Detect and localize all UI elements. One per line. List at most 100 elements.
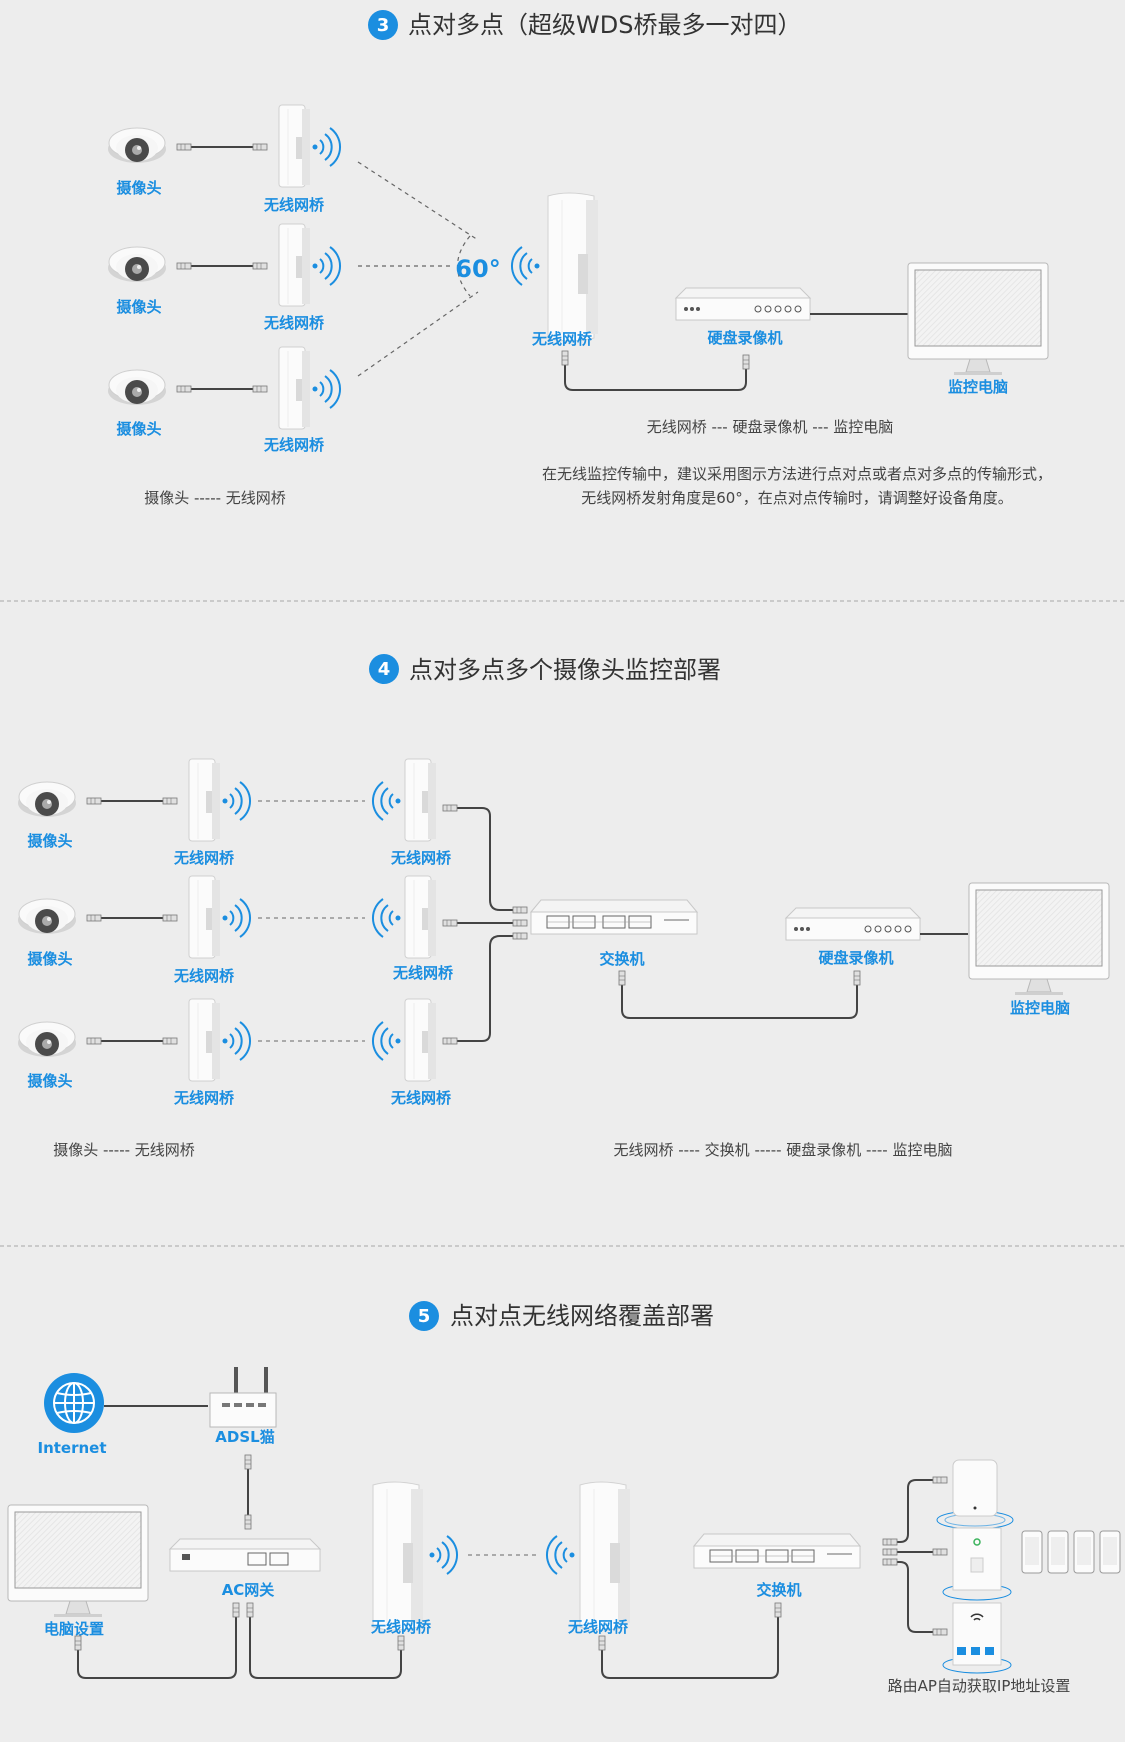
bridge-label: 无线网桥 xyxy=(531,330,593,348)
camera-icon xyxy=(107,369,167,406)
pc-label: 监控电脑 xyxy=(948,378,1008,396)
section-4: 4 点对多点多个摄像头监控部署 摄像头 无线网桥 无线网桥 摄像头 无线网桥 xyxy=(17,654,1110,1159)
bridge-icon xyxy=(278,104,311,188)
s4-cables xyxy=(450,807,520,1042)
s4-row-3: 摄像头 无线网桥 无线网桥 xyxy=(17,998,452,1107)
panel-ap-icon xyxy=(942,1602,1012,1674)
phone-icon xyxy=(1021,1530,1043,1574)
wifi-icon xyxy=(311,127,342,167)
bridge-label: 无线网桥 xyxy=(390,1089,452,1107)
s3-chain-right: 无线网桥 --- 硬盘录像机 --- 监控电脑 xyxy=(647,418,894,436)
step-4-number: 4 xyxy=(378,659,391,680)
bridge-icon xyxy=(579,1481,631,1631)
bridge-label: 无线网桥 xyxy=(263,196,325,214)
wifi-icon xyxy=(311,246,342,286)
wifi-icon xyxy=(510,246,541,286)
s3-desc-line-1: 在无线监控传输中，建议采用图示方法进行点对点或者点对多点的传输形式， xyxy=(542,465,1052,483)
camera-label: 摄像头 xyxy=(27,832,72,850)
s3-desc-line-2: 无线网桥发射角度是60°，在点对点传输时，请调整好设备角度。 xyxy=(581,489,1013,507)
bridge-label: 无线网桥 xyxy=(390,849,452,867)
wifi-icon xyxy=(221,781,252,821)
camera-label: 摄像头 xyxy=(116,420,161,438)
camera-label: 摄像头 xyxy=(27,1072,72,1090)
s3-chain-left: 摄像头 ----- 无线网桥 xyxy=(144,489,286,507)
s3-row-2: 摄像头 无线网桥 xyxy=(107,223,342,332)
step-3-badge xyxy=(368,10,398,40)
bridge-label: 无线网桥 xyxy=(263,436,325,454)
bridge-icon xyxy=(547,192,599,342)
wifi-icon xyxy=(371,1021,402,1061)
wifi-icon xyxy=(311,369,342,409)
wall-ap-icon xyxy=(942,1527,1012,1601)
s3-row-1: 摄像头 无线网桥 xyxy=(107,104,342,214)
s4-chain-left: 摄像头 ----- 无线网桥 xyxy=(53,1141,195,1159)
pc-label: 电脑设置 xyxy=(44,1620,104,1638)
bridge-label: 无线网桥 xyxy=(263,314,325,332)
step-5-badge xyxy=(409,1301,439,1331)
wifi-icon xyxy=(371,898,402,938)
bridge-label: 无线网桥 xyxy=(173,1089,235,1107)
nvr-label: 硬盘录像机 xyxy=(707,329,782,347)
bridge-label: 无线网桥 xyxy=(173,849,235,867)
switch-icon xyxy=(530,899,698,935)
bridge-icon xyxy=(278,223,311,307)
phone-icon xyxy=(1047,1530,1069,1574)
s4-row-2: 摄像头 无线网桥 无线网桥 xyxy=(17,875,454,985)
wifi-icon xyxy=(371,781,402,821)
s3-link-lines xyxy=(357,161,479,377)
section-3-title: 点对多点（超级WDS桥最多一对四） xyxy=(408,11,801,39)
camera-icon xyxy=(17,781,77,818)
s5-cables xyxy=(77,1612,779,1679)
phone-icon xyxy=(1073,1530,1095,1574)
nvr-icon xyxy=(785,907,921,941)
bridge-icon xyxy=(188,758,221,842)
pc-label: 监控电脑 xyxy=(1010,999,1070,1017)
nvr-icon xyxy=(675,287,811,321)
wifi-icon xyxy=(221,898,252,938)
bridge-icon xyxy=(372,1481,424,1631)
modem-icon xyxy=(209,1366,277,1428)
camera-icon xyxy=(107,246,167,283)
bridge-icon xyxy=(404,998,437,1082)
camera-icon xyxy=(107,127,167,164)
bridge-label: 无线网桥 xyxy=(370,1618,432,1636)
wifi-icon xyxy=(221,1021,252,1061)
bridge-icon xyxy=(188,875,221,959)
camera-label: 摄像头 xyxy=(116,179,161,197)
camera-label: 摄像头 xyxy=(27,950,72,968)
angle-label: 60° xyxy=(455,255,500,283)
bridge-label: 无线网桥 xyxy=(567,1618,629,1636)
camera-icon xyxy=(17,898,77,935)
wifi-icon xyxy=(545,1535,576,1575)
nvr-label: 硬盘录像机 xyxy=(818,949,893,967)
s3-row-3: 摄像头 无线网桥 xyxy=(107,346,342,454)
s4-row-1: 摄像头 无线网桥 无线网桥 xyxy=(17,758,452,867)
monitor-icon xyxy=(7,1504,149,1618)
monitor-icon xyxy=(907,262,1049,376)
step-4-badge xyxy=(369,654,399,684)
step-3-number: 3 xyxy=(377,15,390,36)
ap-caption: 路由AP自动获取IP地址设置 xyxy=(888,1677,1071,1695)
switch-label: 交换机 xyxy=(756,1581,801,1599)
bridge-icon xyxy=(278,346,311,430)
bridge-icon xyxy=(404,758,437,842)
ac-gateway-icon xyxy=(169,1538,321,1572)
wifi-icon xyxy=(428,1535,459,1575)
camera-icon xyxy=(17,1021,77,1058)
switch-icon xyxy=(693,1533,861,1569)
section-3: 3 点对多点（超级WDS桥最多一对四） 摄像头 无线网桥 摄像头 无线网桥 xyxy=(107,10,1052,507)
bridge-icon xyxy=(404,875,437,959)
monitor-icon xyxy=(968,882,1110,996)
bridge-label: 无线网桥 xyxy=(392,964,454,982)
bridge-label: 无线网桥 xyxy=(173,967,235,985)
ceiling-ap-icon xyxy=(936,1459,1014,1530)
section-5: 5 点对点无线网络覆盖部署 Internet ADSL猫 电脑设置 AC网关 无… xyxy=(7,1301,1121,1695)
internet-label: Internet xyxy=(37,1439,106,1457)
switch-label: 交换机 xyxy=(599,950,644,968)
ac-label: AC网关 xyxy=(222,1581,275,1599)
s4-chain-right: 无线网桥 ---- 交换机 ----- 硬盘录像机 ---- 监控电脑 xyxy=(614,1141,953,1159)
section-4-title: 点对多点多个摄像头监控部署 xyxy=(409,656,721,684)
modem-label: ADSL猫 xyxy=(215,1428,274,1446)
